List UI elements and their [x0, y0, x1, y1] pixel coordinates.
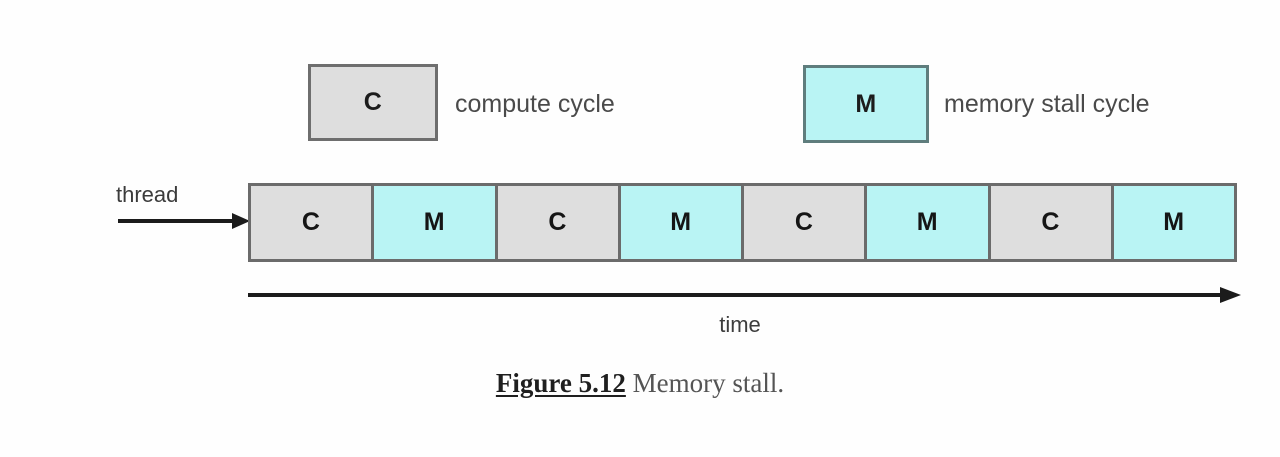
timeline-cell: M — [620, 186, 744, 259]
timeline-cell: C — [744, 186, 868, 259]
timeline-cell-symbol: M — [670, 208, 692, 236]
timeline-cell-symbol: M — [916, 208, 939, 236]
timeline-cell-symbol: C — [1041, 208, 1060, 236]
timeline-cell: M — [374, 186, 498, 259]
legend-memory-label: memory stall cycle — [944, 90, 1150, 118]
time-axis-label: time — [0, 312, 1280, 338]
legend-compute-swatch: C — [308, 64, 438, 141]
figure-number: Figure 5.12 — [495, 368, 626, 398]
figure-caption-text: Memory stall. — [625, 368, 785, 398]
figure-caption: Figure 5.12 Memory stall. — [0, 368, 1280, 399]
timeline-cell: C — [497, 186, 621, 259]
time-axis-arrow-right-icon — [248, 287, 1241, 303]
timeline-cell: C — [990, 186, 1114, 259]
timeline-cell-symbol: C — [548, 208, 567, 236]
timeline-cell: M — [867, 186, 991, 259]
thread-arrow-right-icon — [118, 213, 250, 229]
thread-timeline: C M C M C M C M — [248, 183, 1237, 262]
timeline-cell: C — [251, 186, 375, 259]
legend-memory-swatch: M — [803, 65, 929, 143]
timeline-cell-symbol: M — [1163, 208, 1185, 236]
timeline-cell-symbol: C — [301, 208, 321, 236]
timeline-cell-symbol: M — [423, 208, 446, 236]
legend-memory-symbol: M — [855, 89, 877, 118]
thread-label: thread — [116, 182, 179, 207]
time-axis-label-text: time — [719, 312, 761, 337]
legend-compute-label: compute cycle — [455, 90, 615, 118]
timeline-cell: M — [1113, 186, 1234, 259]
legend-compute-symbol: C — [363, 88, 383, 116]
timeline-cell-symbol: C — [794, 208, 814, 236]
